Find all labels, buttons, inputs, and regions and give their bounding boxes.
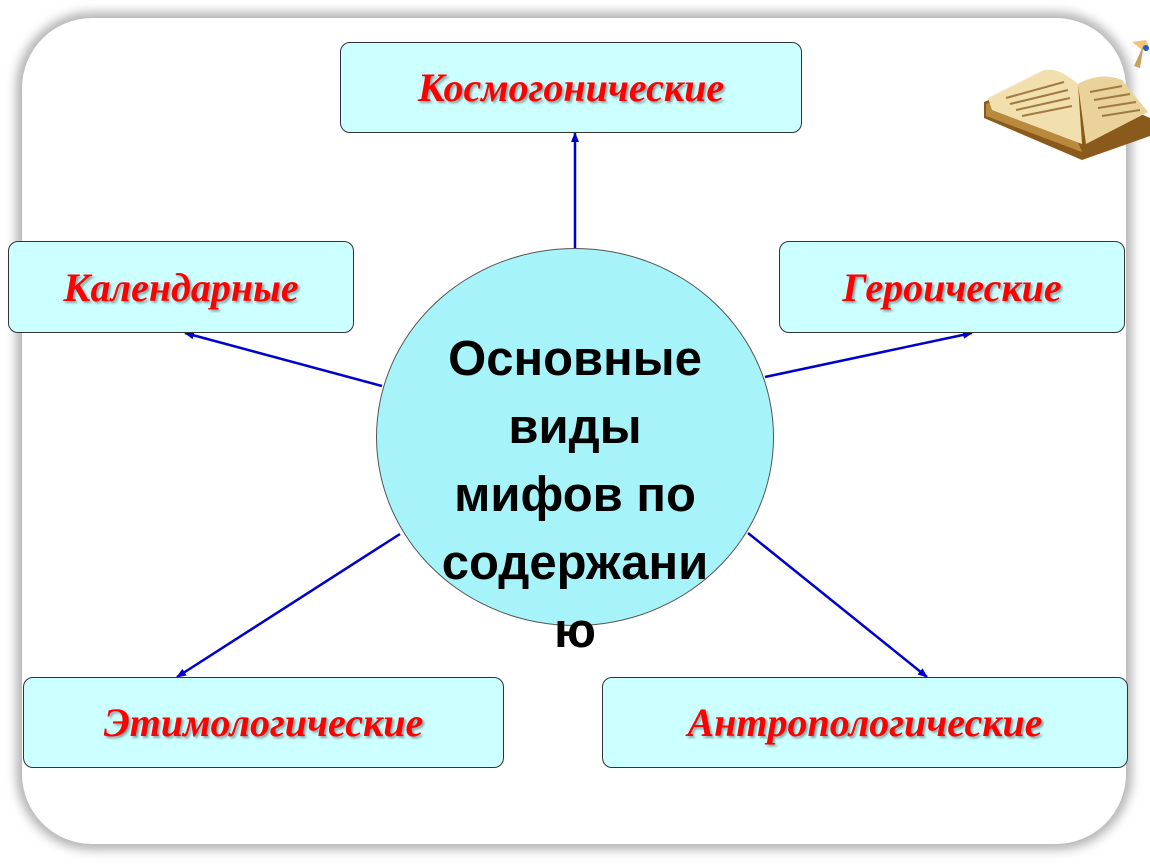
arrow-to-bottom-left (176, 532, 401, 679)
center-circle (376, 248, 774, 626)
center-label: Основные виды мифов по содержани ю (441, 332, 709, 659)
arrow-to-bottom-right (747, 532, 928, 678)
node-etymological: Этимологические (23, 677, 504, 768)
node-cosmogonic: Космогонические (340, 42, 802, 133)
node-heroic: Героические (779, 241, 1125, 333)
arrow-to-right (764, 330, 973, 379)
arrow-to-left (184, 331, 383, 388)
open-book-icon (984, 40, 1150, 160)
node-anthropological: Антропологические (602, 677, 1128, 768)
node-calendar: Календарные (8, 241, 354, 333)
